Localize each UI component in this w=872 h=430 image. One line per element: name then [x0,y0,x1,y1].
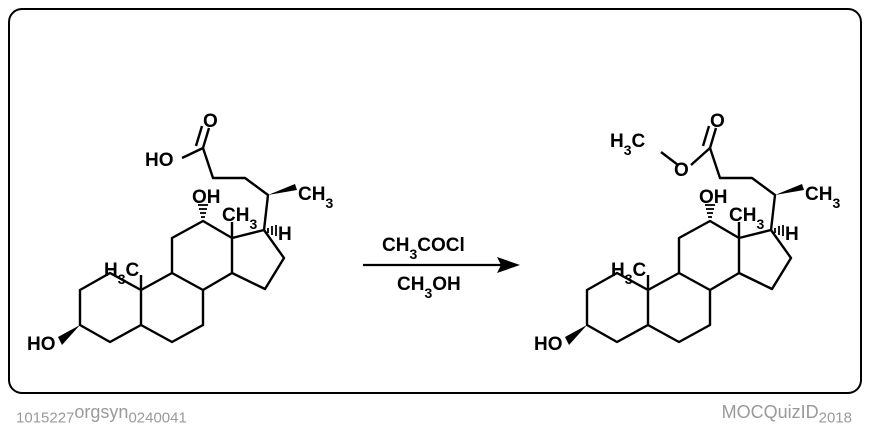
reaction-arrow: CH3COCl CH3OH [363,235,520,301]
c17-h-label: H [785,224,799,245]
doi-reference: 1015227orgsyn0240041 [16,402,187,427]
reagent-acetyl-chloride: CH3COCl [382,235,465,262]
c19-methyl-label: H3C [611,260,647,287]
c18-methyl-label: CH3 [222,205,257,232]
carbonyl-o-label: O [203,111,218,132]
carbonyl-o-label: O [710,111,725,132]
c17-h-label: H [278,224,292,245]
ester-o-label: O [674,160,689,181]
side-methyl-label: CH3 [805,184,840,211]
side-methyl-label: CH3 [298,184,333,211]
acid-ho-label: HO [145,150,174,171]
oh12-label: OH [192,187,221,208]
c3-ho-label: HO [27,334,56,355]
quiz-id: MOCQuizID2018 [721,402,852,427]
c3-ho-label: HO [534,334,563,355]
reagent-methanol: CH3OH [397,274,461,301]
oh12-label: OH [699,187,728,208]
starting-material: HO O OH CH3 CH3 H H3C HO [27,111,333,355]
c19-methyl-label: H3C [104,260,140,287]
product: H3C O O OH CH3 CH3 H H3C HO [534,111,840,355]
ester-methyl-label: H3C [610,131,646,158]
c18-methyl-label: CH3 [729,205,764,232]
